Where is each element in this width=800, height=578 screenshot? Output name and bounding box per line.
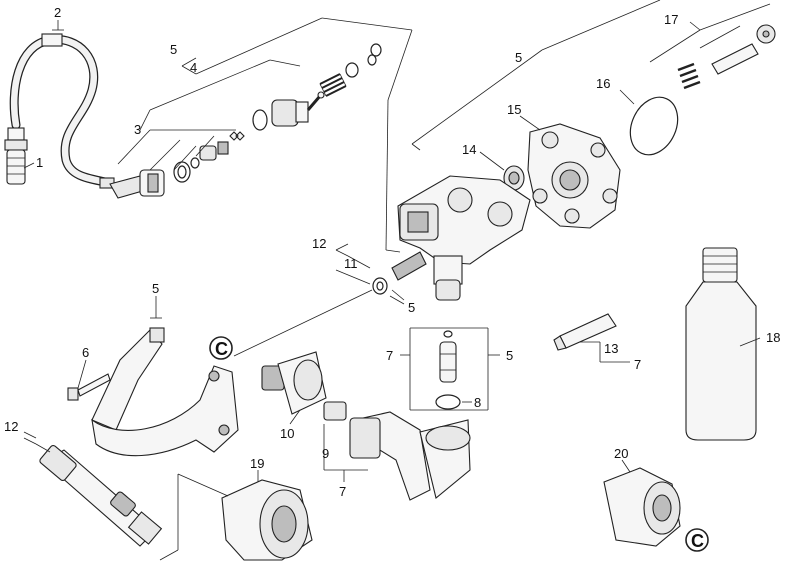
part-10-coupling [261, 351, 327, 415]
part-4-valve [252, 43, 382, 131]
callout-9: 9 [322, 446, 329, 461]
pump-housing [391, 175, 531, 301]
callout-7-valve: 7 [386, 348, 393, 363]
part-6-bolt [67, 373, 111, 401]
part-20-coupling [603, 467, 681, 547]
callout-12-mid: 12 [312, 236, 326, 251]
callout-12-lower: 12 [4, 419, 18, 434]
part-7-outlet-elbow [349, 411, 471, 501]
callout-19: 19 [250, 456, 264, 471]
callout-18: 18 [766, 330, 780, 345]
callout-labels: 2 1 3 4 5 5 14 15 16 17 12 11 5 5 6 7 5 … [4, 5, 780, 499]
callout-13: 13 [604, 341, 618, 356]
callout-3: 3 [134, 122, 141, 137]
callout-14: 14 [462, 142, 476, 157]
part-18-oil-bottle [685, 247, 757, 441]
callout-4: 4 [190, 60, 197, 75]
c-mark-left: C [215, 339, 228, 359]
callout-5-upper-right: 5 [515, 50, 522, 65]
part-12-pipe [39, 444, 163, 547]
c-mark-right: C [691, 531, 704, 551]
part-15-cylinder-head [527, 123, 621, 229]
callout-5-bracket: 5 [152, 281, 159, 296]
part-bracket [91, 327, 239, 457]
callout-8: 8 [474, 395, 481, 410]
callout-16: 16 [596, 76, 610, 91]
part-9-insert [323, 401, 347, 421]
callout-5-upper-left: 5 [170, 42, 177, 57]
part-11-ring [372, 277, 388, 295]
callout-1: 1 [36, 155, 43, 170]
part-16-o-ring [629, 96, 679, 156]
part-3-inlet-elbow [109, 131, 245, 199]
callout-20: 20 [614, 446, 628, 461]
c-mark-left-circle [209, 336, 233, 360]
leader-lines [23, 0, 771, 561]
callout-7-lower: 7 [339, 484, 346, 499]
part-1-inlet-filter [4, 127, 28, 185]
part-2-hose [9, 33, 115, 189]
part-8-valve-set [435, 330, 461, 410]
callout-5-mid: 5 [408, 300, 415, 315]
callout-15: 15 [507, 102, 521, 117]
callout-11: 11 [344, 256, 358, 271]
part-13-grease-tube [553, 313, 617, 351]
callout-2: 2 [54, 5, 61, 20]
callout-10: 10 [280, 426, 294, 441]
part-19-quick-coupling [221, 479, 313, 561]
callout-5-valve: 5 [506, 348, 513, 363]
callout-6: 6 [82, 345, 89, 360]
part-17-piston [677, 24, 776, 90]
c-mark-right-circle [685, 528, 709, 552]
callout-7-grease: 7 [634, 357, 641, 372]
callout-17: 17 [664, 12, 678, 27]
